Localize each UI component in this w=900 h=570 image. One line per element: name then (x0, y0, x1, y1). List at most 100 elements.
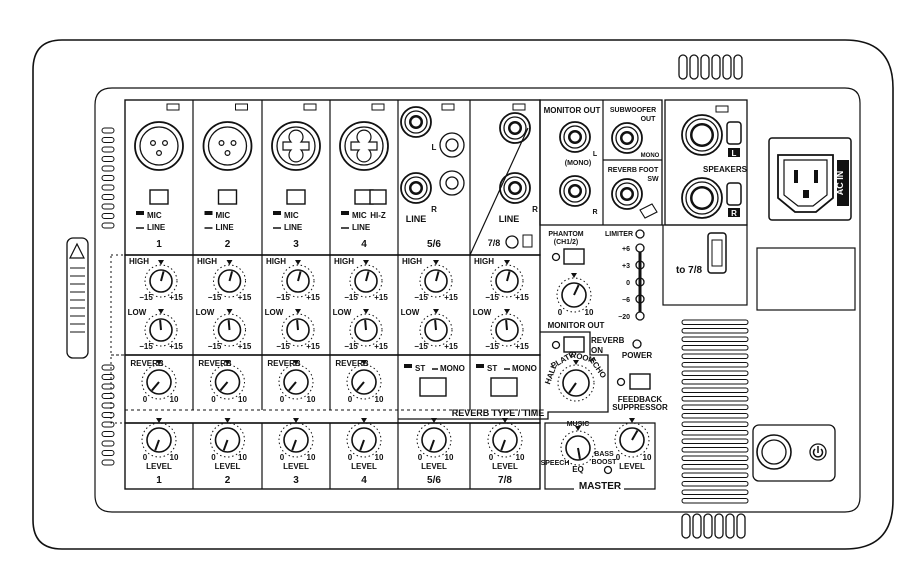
usb-port[interactable] (707, 232, 727, 274)
reverb-frame (398, 331, 609, 420)
monitor-l-label: L (593, 151, 598, 158)
combo-ring (276, 126, 316, 166)
knob-center-mark (363, 260, 369, 265)
speaker-l-label: L (732, 149, 737, 158)
vent-slot (101, 146, 115, 153)
rca-jack-r[interactable] (439, 170, 465, 196)
eq-low-knob[interactable]: −15+15 (485, 309, 529, 351)
hi-z-switch[interactable] (369, 189, 387, 205)
eq-high-knob[interactable]: −15+15 (208, 260, 252, 302)
ch78-switch[interactable] (505, 235, 519, 249)
st-icon (404, 364, 412, 368)
usb-frame (662, 224, 748, 306)
st-mono-switch[interactable] (419, 377, 447, 397)
vent-slot (681, 396, 749, 402)
eq-low-label: LOW (265, 308, 284, 317)
eq-low-knob[interactable]: −15+15 (139, 309, 183, 351)
eq-low-knob[interactable]: −15+15 (344, 309, 388, 351)
mic-label: MIC (216, 211, 231, 220)
master-eq-knob[interactable] (560, 426, 596, 466)
phantom-label: PHANTOM (548, 231, 583, 238)
phantom-sub-label: (CH1/2) (554, 239, 579, 246)
power-switch[interactable] (761, 439, 787, 465)
knob-max-label: +15 (374, 293, 388, 302)
guitar-icon (371, 103, 385, 111)
knob-pointer (568, 382, 577, 394)
eq-high-knob[interactable]: −15+15 (139, 260, 183, 302)
vent-slot (711, 54, 721, 80)
mic-line-switch[interactable] (217, 189, 238, 205)
phantom-button[interactable] (563, 248, 585, 265)
panel-outline (94, 87, 861, 513)
ac-pin-ground (803, 190, 809, 198)
speaker-l-jack[interactable] (681, 114, 723, 156)
reverb-foot-jack[interactable] (611, 178, 643, 210)
xlr-jack[interactable] (202, 121, 253, 171)
line-jack-r[interactable] (400, 172, 432, 204)
knob-pointer (227, 319, 231, 331)
level-label: LEVEL (351, 462, 377, 471)
eq-high-knob[interactable]: −15+15 (414, 260, 458, 302)
subwoofer-out-jack[interactable] (611, 122, 643, 154)
line-jack-l[interactable] (499, 112, 531, 144)
reverb-section: REVERB TYPE / TIMEREVERBONHALLPLATEROOME… (125, 331, 625, 420)
mic-line-switch[interactable] (286, 189, 306, 205)
vent-slot (681, 345, 749, 351)
st-label: ST (415, 364, 425, 373)
eq-low-knob[interactable]: −15+15 (414, 309, 458, 351)
reverb-on-button[interactable] (563, 336, 585, 353)
monitor-out-l-jack[interactable] (559, 121, 591, 153)
eq-high-knob[interactable]: −15+15 (485, 260, 529, 302)
label-area (756, 247, 856, 311)
ac-inlet[interactable] (777, 154, 834, 213)
vent-slot (681, 328, 749, 334)
vent-slot (101, 156, 115, 162)
eq-low-label: LOW (196, 308, 215, 317)
vent-slot (681, 362, 749, 368)
knob-center-mark (226, 309, 233, 314)
eq-low-knob[interactable]: −15+15 (208, 309, 252, 351)
xlr-pin (162, 140, 169, 147)
eq-high-knob[interactable]: −15+15 (344, 260, 388, 302)
line-jack-l[interactable] (400, 106, 432, 138)
knob-max-label: 10 (307, 395, 316, 404)
xlr-jack[interactable] (134, 121, 184, 171)
mic-line-switch[interactable] (149, 189, 169, 205)
feedback-suppressor-button[interactable] (629, 373, 651, 390)
eq-high-knob[interactable]: −15+15 (276, 260, 320, 302)
subwoofer-out-label: OUT (641, 116, 657, 123)
monitor-out-r-jack[interactable] (559, 175, 591, 207)
st-mono-switch[interactable] (490, 377, 518, 397)
speaker-r-jack[interactable] (681, 177, 723, 219)
knob-scale (346, 364, 382, 400)
meter-scale-label: 0 (626, 280, 630, 287)
level-label: LEVEL (146, 462, 172, 471)
knob-pointer (434, 319, 437, 331)
rca-jack-l[interactable] (439, 132, 465, 158)
vent-slot (101, 459, 115, 466)
reverb-type-knob[interactable] (557, 360, 595, 402)
vent-slot (101, 203, 115, 210)
line-label: LINE (216, 223, 235, 232)
eq-low-knob[interactable]: −15+15 (276, 309, 320, 351)
combo-jack[interactable] (271, 121, 321, 171)
reverb-send-label: REVERB (335, 359, 369, 368)
housing-outline (32, 39, 894, 550)
knob-center-mark (158, 309, 164, 314)
knob-pointer (222, 439, 229, 451)
feedback-label-2: SUPPRESSOR (612, 403, 668, 412)
combo-jack[interactable] (339, 121, 389, 171)
